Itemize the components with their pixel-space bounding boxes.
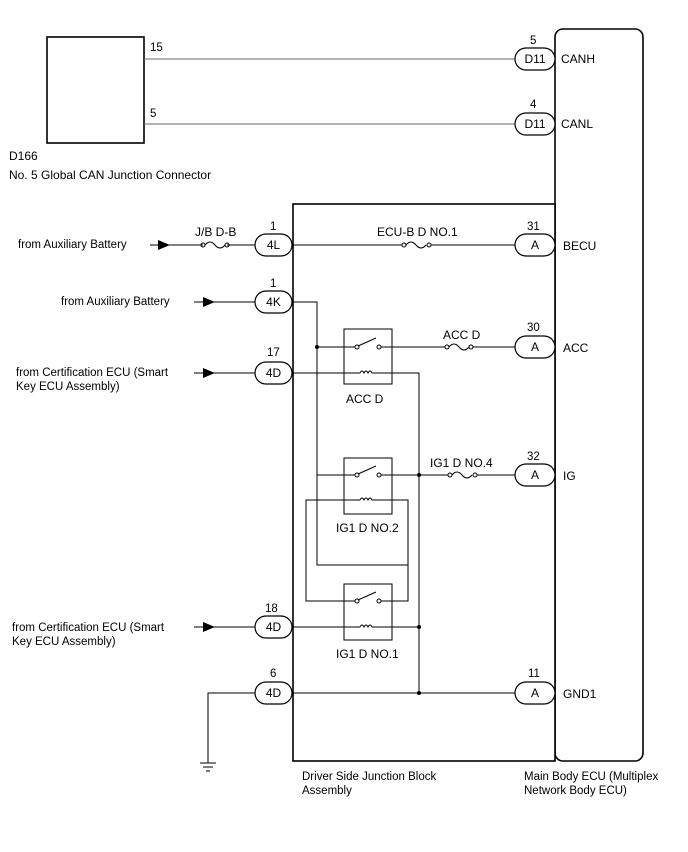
connector-4d-18: 4D 18 [254,603,293,639]
pin-canh-source: 15 [150,42,163,54]
terminal-acc: A 30 ACC [514,322,589,359]
ig1-no2-coil-loop [305,499,344,602]
terminal-gnd1-pin: 11 [528,668,540,680]
fuse-ig1-label: IG1 D NO.4 [430,456,493,470]
junction-block: Driver Side Junction Block Assembly [292,203,556,797]
connector-4d-17-code: 4D [266,366,282,380]
terminal-ig-connector: A [531,468,539,482]
terminal-becu-label: BECU [563,239,596,253]
source-cert2-line2: Key ECU Assembly) [12,636,116,648]
source-cert1-line1: from Certification ECU (Smart [16,367,169,379]
junction-dot [417,625,421,629]
ground-wire [207,692,255,763]
connector-4d-18-code: 4D [266,620,282,634]
connector-4d-6-code: 4D [266,686,282,700]
ig1-link-wire [392,499,409,602]
ig1-no1-relay: IG1 D NO.1 [336,583,399,661]
terminal-canh-connector: D11 [524,52,545,66]
connector-4k-pin: 1 [270,278,276,290]
ig1-no2-relay: IG1 D NO.2 [336,457,399,535]
connector-4l-code: 4L [267,238,281,252]
connector-4k: 4K 1 [254,278,293,314]
terminal-becu-pin: 31 [527,221,540,233]
connector-4l-pin: 1 [270,221,276,233]
connector-4k-code: 4K [266,295,281,309]
connector-name: No. 5 Global CAN Junction Connector [9,168,211,182]
terminal-becu: A 31 BECU [514,221,596,257]
connector-4l: 4L 1 [254,221,293,257]
terminal-acc-label: ACC [563,341,589,355]
junction-dot [417,473,421,477]
junction-dot [417,691,421,695]
source-aux2: from Auxiliary Battery [61,296,170,308]
terminal-gnd1-label: GND1 [563,687,597,701]
terminal-canl-pin: 4 [530,99,537,111]
connector-4d-6-pin: 6 [270,668,276,680]
fuse-acc: ACC D [443,328,481,351]
source-aux1: from Auxiliary Battery [18,239,127,251]
ig1-no1-feed [316,475,409,601]
ig1-no1-relay-label: IG1 D NO.1 [336,647,399,661]
terminal-acc-pin: 30 [527,322,540,334]
terminal-ig-label: IG [563,469,576,483]
ig1-no2-relay-label: IG1 D NO.2 [336,521,399,535]
terminal-gnd1-connector: A [531,686,539,700]
can-junction-connector: D166 No. 5 Global CAN Junction Connector… [9,36,211,182]
terminal-canl: D11 4 CANL [514,99,593,136]
connector-4d-18-pin: 18 [265,603,278,615]
pin-canl-source: 5 [150,108,156,120]
connector-4d-17-pin: 17 [267,347,280,359]
connector-4d-17: 4D 17 [254,347,293,385]
terminal-ig: A 32 IG [514,451,576,487]
main-body-ecu-box [554,28,644,762]
connector-code: D166 [9,149,38,163]
ground-icon [200,762,216,772]
junction-block-name-1: Driver Side Junction Block [302,771,436,783]
fuse-ecub-label: ECU-B D NO.1 [377,225,458,239]
cert1-coil-wire [292,372,420,693]
terminal-acc-connector: A [531,340,539,354]
can-junction-connector-box [46,36,145,144]
junction-block-name-2: Assembly [302,785,352,797]
fuse-jbdb-label: J/B D-B [195,225,236,239]
terminal-canl-label: CANL [561,117,593,131]
main-body-ecu-name-2: Network Body ECU) [524,785,627,797]
connector-4d-6: 4D 6 [254,668,293,705]
main-body-ecu-name-1: Main Body ECU (Multiplex [524,771,658,783]
junction-block-box [292,203,556,762]
terminal-ig-pin: 32 [527,451,540,463]
source-cert2-line1: from Certification ECU (Smart [12,622,165,634]
fuse-ig1: IG1 D NO.4 [430,456,493,479]
fuse-jbdb: J/B D-B [195,225,236,249]
terminal-gnd1: A 11 GND1 [514,668,597,705]
fuse-ecub: ECU-B D NO.1 [377,225,458,249]
terminal-canh-label: CANH [561,52,595,66]
acc-relay-label: ACC D [346,392,384,406]
fuse-acc-label: ACC D [443,328,481,342]
terminal-canh-pin: 5 [530,35,536,47]
source-cert1-line2: Key ECU Assembly) [16,381,120,393]
acc-relay: ACC D [343,328,393,406]
terminal-becu-connector: A [531,238,539,252]
terminal-canh: D11 5 CANH [514,35,595,71]
aux2-feed-wire [292,301,344,476]
terminal-canl-connector: D11 [524,117,545,131]
junction-dot [315,345,319,349]
